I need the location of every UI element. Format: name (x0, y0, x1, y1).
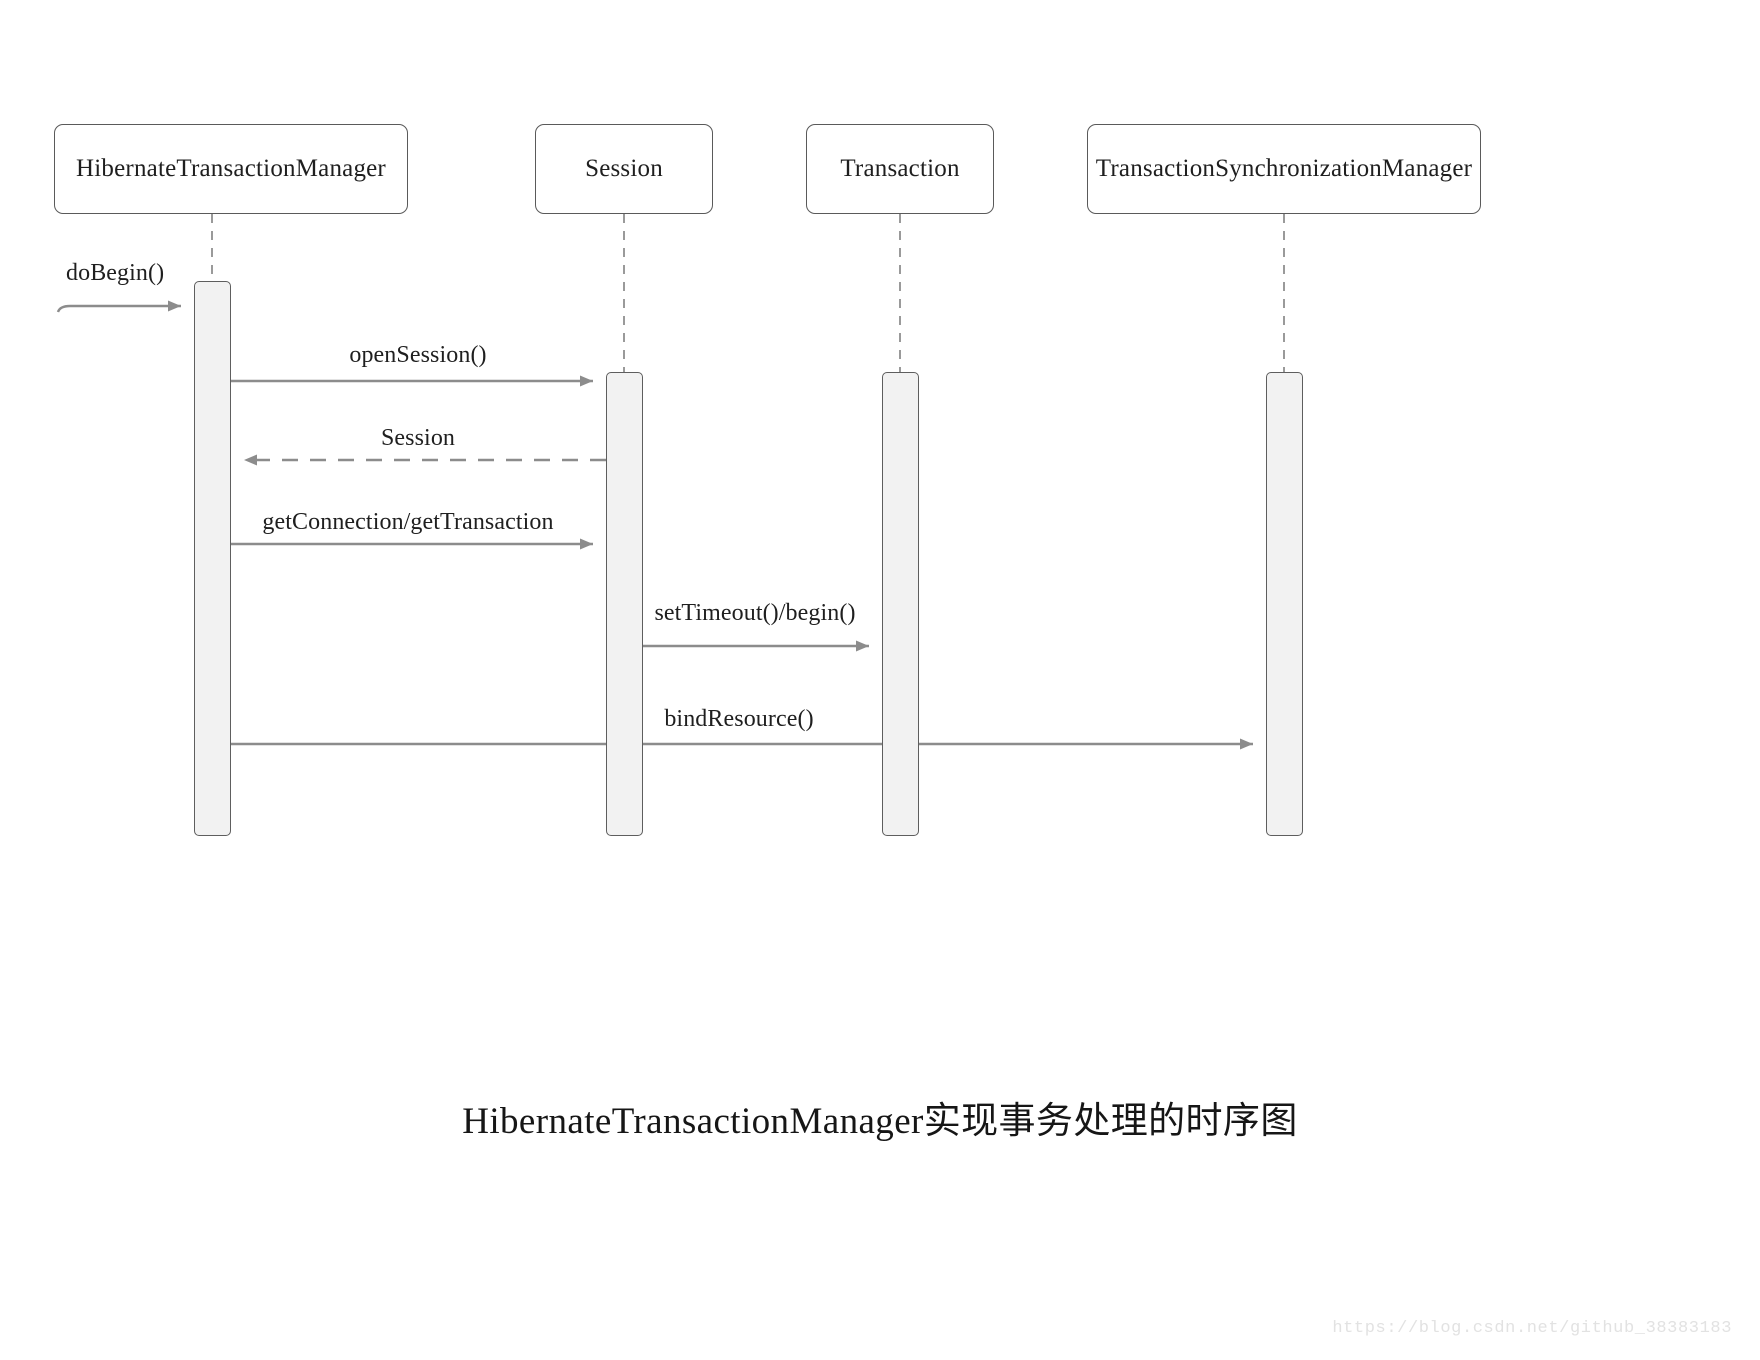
participant-box-session[interactable]: Session (535, 124, 713, 214)
message-label-session-return: Session (380, 425, 456, 451)
message-label-doBegin: doBegin() (66, 260, 165, 286)
participant-label: TransactionSynchronizationManager (1095, 155, 1473, 182)
participant-label: Session (585, 155, 663, 182)
message-label-openSession: openSession() (349, 342, 487, 368)
participant-box-transaction[interactable]: Transaction (806, 124, 994, 214)
diagram-title: HibernateTransactionManager实现事务处理的时序图 (462, 1101, 1298, 1142)
message-label-getConnection: getConnection/getTransaction (262, 509, 554, 535)
participant-label: HibernateTransactionManager (76, 155, 386, 182)
message-label-setTimeout: setTimeout()/begin() (654, 600, 856, 626)
message-label-bindResource: bindResource() (664, 706, 814, 732)
message-line-doBegin (56, 300, 181, 313)
activation-bar-transaction[interactable] (882, 372, 919, 836)
participant-label: Transaction (840, 155, 960, 182)
lifeline-group (211, 214, 1285, 374)
participant-box-transactionsynchronizationmanager[interactable]: TransactionSynchronizationManager (1087, 124, 1481, 214)
watermark-text: https://blog.csdn.net/github_38383183 (1332, 1319, 1732, 1338)
activation-bar-hibernatetransactionmanager[interactable] (194, 281, 231, 836)
participant-box-hibernatetransactionmanager[interactable]: HibernateTransactionManager (54, 124, 408, 214)
activation-bar-session[interactable] (606, 372, 643, 836)
message-lines-group (56, 300, 1253, 750)
activation-bar-transactionsynchronizationmanager[interactable] (1266, 372, 1303, 836)
